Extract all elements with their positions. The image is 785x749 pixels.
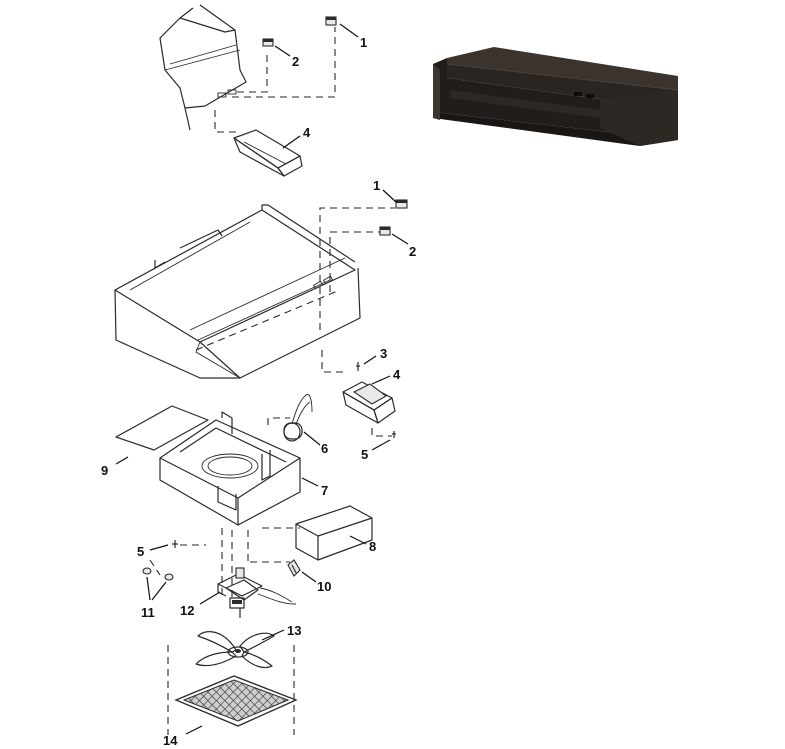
range-hood-photo — [433, 47, 679, 146]
callout-2-top: 2 — [292, 54, 299, 69]
top-inset-panel — [159, 4, 336, 133]
callout-9: 9 — [101, 463, 108, 478]
leader-lines — [115, 23, 409, 735]
hood-body — [114, 204, 395, 379]
light-lens — [295, 505, 373, 561]
callout-2-main: 2 — [409, 244, 416, 259]
screw-5-lower — [172, 540, 178, 548]
duct-connector — [342, 381, 396, 437]
callout-11: 11 — [141, 605, 155, 620]
callout-12: 12 — [180, 603, 194, 618]
clip-part-top-2 — [262, 38, 274, 47]
callout-13: 13 — [287, 623, 301, 638]
capacitor — [267, 393, 313, 442]
callout-5-lower: 5 — [137, 544, 144, 559]
fan-blade — [195, 631, 275, 669]
callout-8: 8 — [369, 539, 376, 554]
callout-14: 14 — [163, 733, 178, 748]
blower-motor — [217, 567, 297, 618]
callout-10: 10 — [317, 579, 331, 594]
callout-1-top: 1 — [360, 35, 367, 50]
screw-5-upper — [392, 431, 396, 438]
clip-part-1 — [395, 199, 408, 209]
mounting-bracket — [287, 559, 301, 577]
duct-connector-top — [233, 129, 303, 177]
screw-3 — [356, 362, 360, 371]
callout-labels: 1 2 4 1 2 3 4 5 6 7 8 9 5 10 11 12 13 14 — [101, 35, 416, 748]
clip-part-2 — [379, 226, 391, 236]
callout-1-main: 1 — [373, 178, 380, 193]
callout-3: 3 — [380, 346, 387, 361]
assembly-guides — [149, 528, 295, 735]
filter-panel — [115, 405, 209, 451]
callout-6: 6 — [321, 441, 328, 456]
callout-4-top: 4 — [303, 125, 311, 140]
clip-part-top-1 — [325, 16, 337, 26]
nut-pair — [142, 567, 174, 581]
grease-filter — [174, 675, 298, 727]
blower-housing — [159, 411, 301, 529]
callout-4-main: 4 — [393, 367, 401, 382]
callout-5-upper: 5 — [361, 447, 368, 462]
callout-7: 7 — [321, 483, 328, 498]
